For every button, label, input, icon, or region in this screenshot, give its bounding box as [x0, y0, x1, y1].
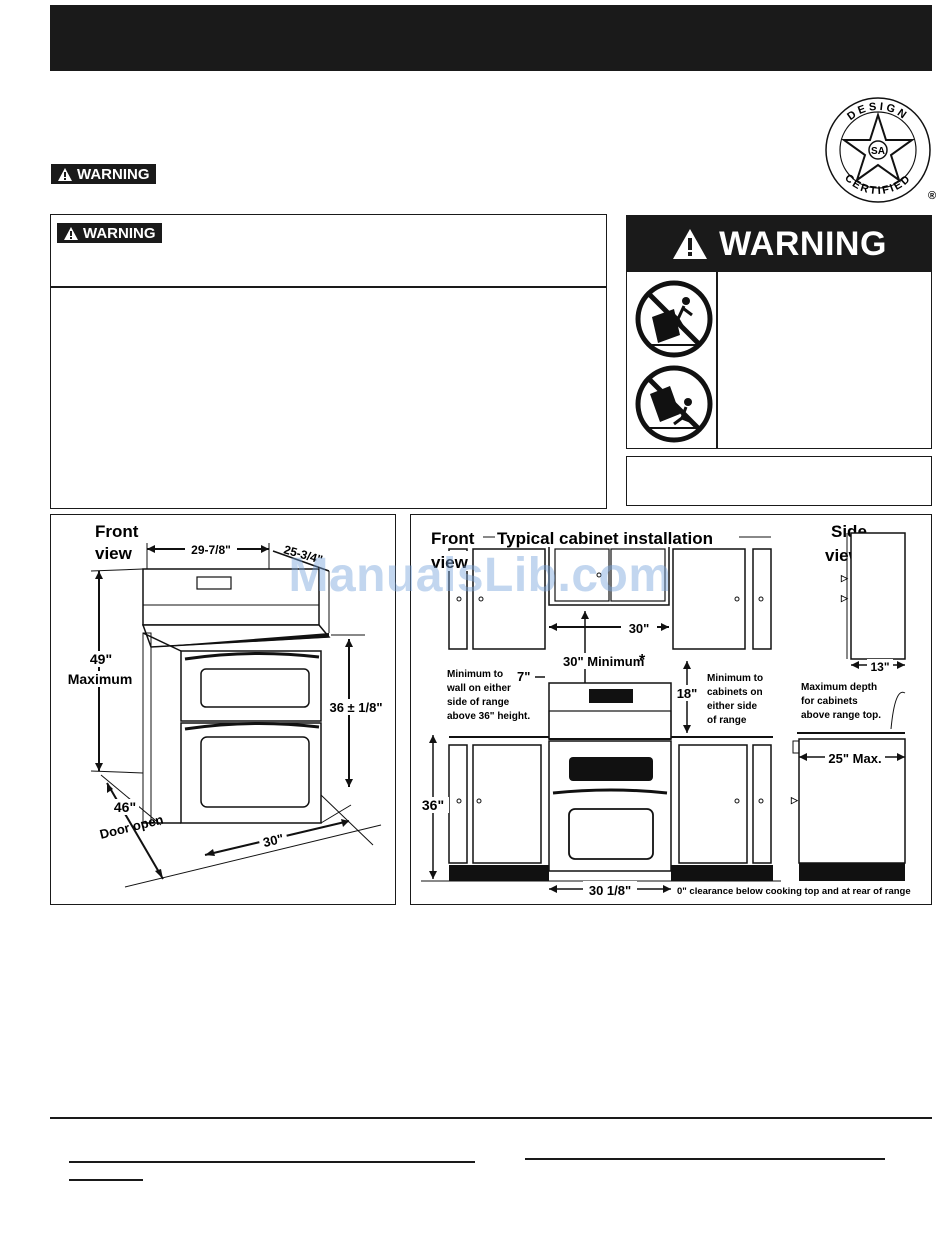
warning-box-badge: WARNING	[57, 223, 162, 243]
cabinet-upper-gap: 30"	[629, 621, 650, 636]
anti-tip-divider	[716, 272, 718, 449]
header-banner	[50, 5, 932, 71]
warning-label: WARNING	[77, 165, 150, 183]
side-depth: 13"	[870, 660, 889, 674]
cabinet-note-2: cabinets on	[707, 687, 763, 698]
tip-over-icon	[635, 365, 713, 443]
cabinet-note-4: of range	[707, 715, 747, 726]
clearance-note: 0" clearance below cooking top and at re…	[677, 886, 911, 897]
warning-triangle-icon	[673, 229, 708, 259]
depth-note-1: Maximum depth	[801, 682, 877, 693]
front-view-title-1: Front	[95, 522, 139, 541]
front-counter-height: 36 ± 1/8"	[329, 700, 382, 715]
warning-box-divider	[51, 286, 606, 288]
door-open-dim: 46"	[114, 799, 136, 815]
cabinet-asterisk: *	[639, 652, 646, 669]
anti-tip-header: WARNING	[627, 216, 931, 272]
cabinet-title: Typical cabinet installation	[497, 529, 713, 548]
front-view-panel	[50, 514, 396, 905]
star-seal-icon	[840, 111, 916, 183]
cabinet-upper-height: 18"	[677, 686, 698, 701]
note-box	[626, 456, 932, 506]
front-floor-width: 30"	[262, 831, 285, 850]
wall-dim: 7"	[517, 669, 530, 684]
wall-note-1: Minimum to	[447, 669, 503, 680]
svg-text:SA: SA	[871, 146, 885, 157]
depth-note-2: for cabinets	[801, 696, 858, 707]
cabinet-note-3: either side	[707, 701, 757, 712]
registered-mark: ®	[928, 190, 936, 202]
cabinet-diagram: Front view Typical cabinet installation …	[419, 522, 911, 898]
anti-tip-panel	[626, 215, 932, 449]
cabinet-cutout-width: 30 1/8"	[589, 883, 631, 898]
door-open-label: Door open	[98, 812, 165, 842]
footer-underline-right	[525, 1158, 885, 1160]
front-height-max-label: Maximum	[68, 671, 133, 687]
cabinet-counter-height: 36"	[422, 797, 444, 813]
warning-box: WARNING	[50, 214, 607, 509]
design-certified-seal: DESIGN CERTIFIED SA ®	[825, 97, 936, 203]
front-view-title-2: view	[95, 544, 133, 563]
footer-underline-left	[69, 1161, 475, 1163]
svg-text:CERTIFIED: CERTIFIED	[842, 172, 914, 197]
front-width-dim: 29-7/8"	[191, 543, 231, 557]
warning-badge: WARNING	[51, 164, 156, 184]
warning-triangle-icon	[58, 167, 72, 181]
wall-note-3: side of range	[447, 697, 510, 708]
watermark: ManualsLib.com	[288, 549, 672, 602]
footer-rule	[50, 1117, 932, 1119]
svg-text:▷: ▷	[840, 593, 849, 603]
warning-box-label: WARNING	[83, 224, 156, 242]
seal-bottom-text: CERTIFIED	[842, 172, 912, 197]
svg-text:▷: ▷	[790, 795, 799, 805]
wall-note-4: above 36" height.	[447, 711, 530, 722]
cabinet-front-title-2: view	[431, 553, 469, 572]
footer-underline-left-short	[69, 1179, 143, 1181]
max-depth: 25" Max.	[828, 751, 881, 766]
cabinet-panel	[410, 514, 932, 905]
depth-note-3: above range top.	[801, 710, 881, 721]
cabinet-front-title-1: Front	[431, 529, 475, 548]
front-height-max: 49"	[90, 651, 112, 667]
svg-text:▷: ▷	[840, 573, 849, 583]
warning-triangle-icon	[64, 226, 78, 240]
front-view-diagram: Front view 29-7/8" 25-3/4" 49" Maximum 3…	[67, 522, 383, 888]
wall-note-2: wall on either	[446, 683, 511, 694]
cabinet-note-1: Minimum to	[707, 673, 763, 684]
no-climbing-icon	[635, 280, 713, 358]
anti-tip-title: WARNING	[719, 224, 887, 263]
cabinet-minimum-gap: 30" Minimum	[563, 654, 644, 669]
